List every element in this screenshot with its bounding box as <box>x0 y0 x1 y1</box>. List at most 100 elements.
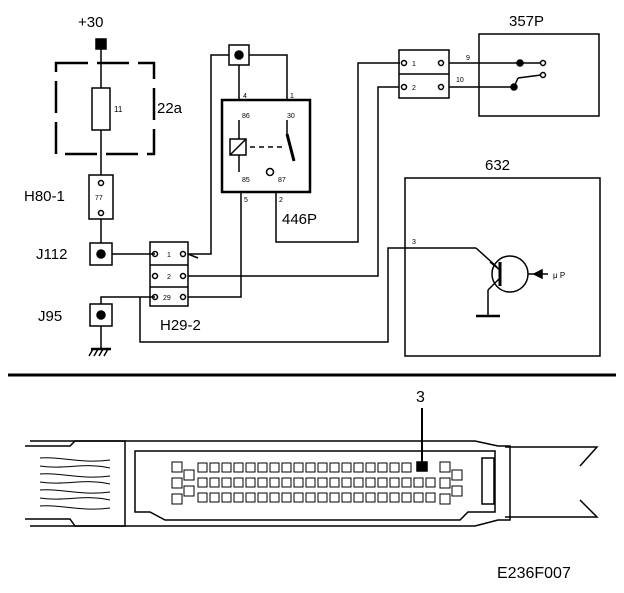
plug-pin-cavity <box>341 462 352 473</box>
j112-label: J112 <box>36 246 67 263</box>
ecu-label: 632 <box>485 157 510 174</box>
plug-pin-cavity <box>257 477 268 488</box>
plug-pin-cavity <box>245 462 256 473</box>
supply-30 <box>95 38 107 88</box>
plug-latch <box>481 457 495 505</box>
plug-pin-cavity <box>269 477 280 488</box>
plug-pin-cavity <box>281 462 292 473</box>
supply-label: +30 <box>78 14 103 31</box>
relay-terminal-86: 86 <box>242 113 250 120</box>
plug-pin-cavity <box>281 477 292 488</box>
relay-coil-icon <box>229 138 247 156</box>
plug-pin-cavity <box>451 469 463 481</box>
switch-label: 357P <box>509 13 544 30</box>
plug-pin-cavity <box>209 492 220 503</box>
plug-pin-cavity <box>233 477 244 488</box>
plug-pin-cavity <box>317 492 328 503</box>
plug-pin-cavity <box>365 477 376 488</box>
plug-pin-cavity <box>439 493 451 505</box>
fuse-box-22a <box>54 61 156 175</box>
plug-pin-cavity <box>389 477 400 488</box>
plug-pin-cavity <box>281 492 292 503</box>
plug-pin-cavity <box>233 492 244 503</box>
h29-pin-1: 1 <box>167 252 171 259</box>
plug-pin-cavity <box>257 492 268 503</box>
ecu-transistor-label: μ P <box>553 271 565 280</box>
plug-pin-cavity <box>245 477 256 488</box>
h29-pin-2: 2 <box>167 274 171 281</box>
plug-pin-cavity <box>413 492 424 503</box>
plug-pin-cavity <box>183 485 195 497</box>
relay-label: 446P <box>282 211 317 228</box>
relay-contact-icon <box>285 133 296 162</box>
plug-pin-cavity <box>305 492 316 503</box>
plug-pin-cavity <box>305 477 316 488</box>
plug-pin-cavity <box>451 485 463 497</box>
plug-pin-cavity <box>293 492 304 503</box>
connector-h29-2 <box>149 241 189 307</box>
wire-bundle-icon <box>39 457 111 510</box>
plug-pin-cavity <box>389 492 400 503</box>
plug-pin-cavity <box>293 462 304 473</box>
ecu-plug <box>25 408 599 527</box>
plug-pin-cavity <box>365 492 376 503</box>
switch-conn-pin-2: 2 <box>412 85 416 92</box>
plug-pin-cavity <box>269 462 280 473</box>
plug-pin-cavity <box>171 461 183 473</box>
plug-pin-cavity <box>293 477 304 488</box>
fuse-icon <box>91 87 111 131</box>
plug-pin-cavity <box>329 492 340 503</box>
plug-pin-cavity <box>439 461 451 473</box>
supply-terminal-icon <box>95 38 107 50</box>
switch-contact-icon <box>517 74 542 79</box>
switch-conn-pin-1: 1 <box>412 61 416 68</box>
plug-pin-cavity <box>317 462 328 473</box>
plug-pin-cavity <box>353 492 364 503</box>
plug-pin-cavity <box>233 462 244 473</box>
transistor-icon <box>491 255 529 293</box>
relay-terminal-87: 87 <box>278 177 286 184</box>
ecu-632 <box>139 177 601 357</box>
j95-label: J95 <box>38 308 62 325</box>
plug-pin-cavity <box>377 462 388 473</box>
highlighted-pin-3 <box>416 461 428 472</box>
plug-pin-cavity <box>269 492 280 503</box>
h80-pin: 77 <box>95 195 103 202</box>
plug-pin-cavity <box>221 492 232 503</box>
ground-icon <box>88 348 109 357</box>
plug-pin-cavity <box>425 477 436 488</box>
plug-pin-cavity <box>305 462 316 473</box>
plug-pin-cavity <box>209 477 220 488</box>
plug-pin-cavity <box>377 477 388 488</box>
relay-wire-pin-2: 2 <box>279 197 283 204</box>
plug-pin-cavity <box>341 477 352 488</box>
fuse-box-label: 22a <box>157 100 183 117</box>
plug-pin-cavity <box>197 462 208 473</box>
plug-pin-cavity <box>245 492 256 503</box>
plug-pin-cavity <box>401 462 412 473</box>
h29-pin-29: 29 <box>163 295 171 302</box>
h29-label: H29-2 <box>160 317 201 334</box>
plug-pin-cavity <box>341 492 352 503</box>
ground-j95 <box>88 296 155 357</box>
plug-pin-cavity <box>353 462 364 473</box>
relay-wire-pin-4: 4 <box>243 93 247 100</box>
plug-pin-cavity <box>209 462 220 473</box>
ecu-pin-3: 3 <box>412 239 416 246</box>
plug-pin-cavity <box>413 477 424 488</box>
plug-pin-cavity <box>365 462 376 473</box>
relay-wire-pin-1: 1 <box>290 93 294 100</box>
plug-pin-cavity <box>317 477 328 488</box>
pin-grid <box>171 461 463 505</box>
plug-pin-cavity <box>221 477 232 488</box>
plug-pin-cavity <box>439 477 451 489</box>
h80-label: H80-1 <box>24 188 65 205</box>
plug-pin-cavity <box>329 477 340 488</box>
plug-pin-cavity <box>197 477 208 488</box>
switch-wire-pin-9: 9 <box>466 55 470 62</box>
connector-h80-1 <box>88 174 114 243</box>
plug-pin-cavity <box>257 462 268 473</box>
relay-terminal-30: 30 <box>287 113 295 120</box>
